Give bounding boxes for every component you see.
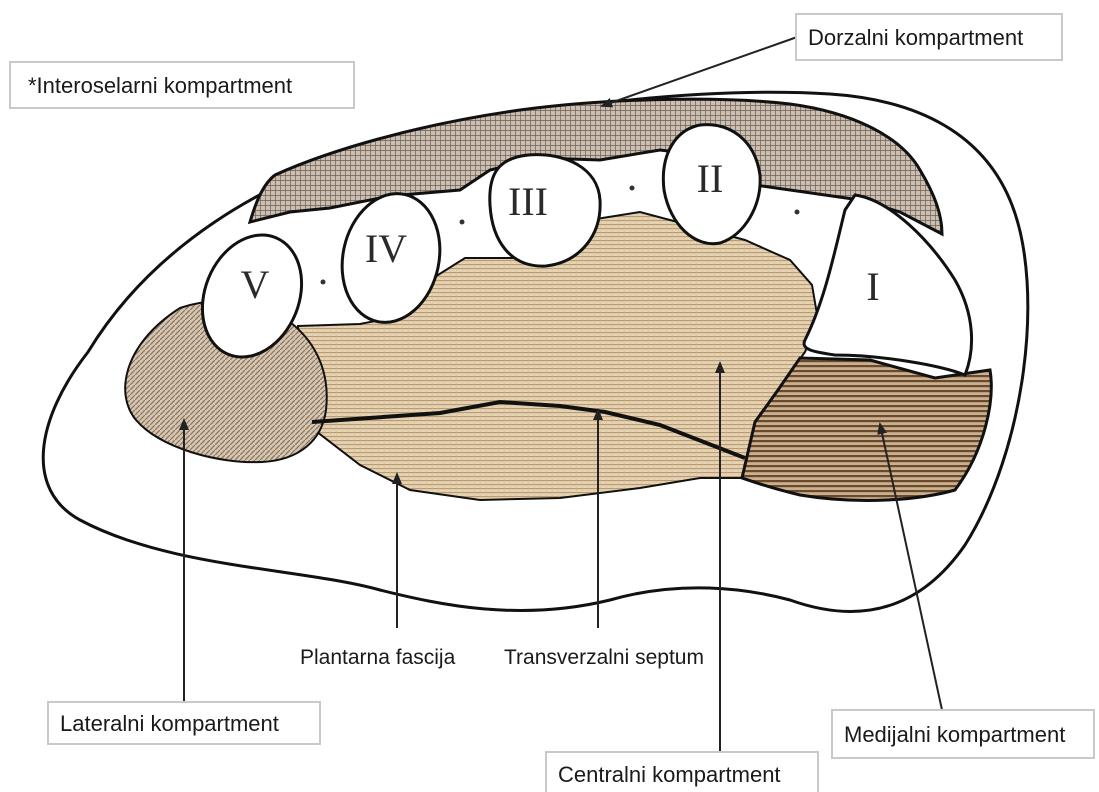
central-label: Centralni kompartment <box>558 762 781 787</box>
interosseous-dot <box>795 210 800 215</box>
transverse-septum-label: Transverzalni septum <box>504 646 704 669</box>
numeral-5: V <box>241 262 270 307</box>
numeral-3: III <box>508 179 548 224</box>
medial-label: Medijalni kompartment <box>844 722 1065 747</box>
numeral-2: II <box>697 156 724 201</box>
numeral-1: I <box>866 264 879 309</box>
interosseous-dot <box>630 186 635 191</box>
interosseous-dot <box>321 280 326 285</box>
numeral-4: IV <box>365 226 407 271</box>
plantar-fascia-label: Plantarna fascija <box>300 646 456 669</box>
metatarsal-1 <box>804 195 972 375</box>
lateral-label: Lateralni kompartment <box>60 711 279 736</box>
interosseous-label: *Interoselarni kompartment <box>28 73 292 98</box>
dorsal-label: Dorzalni kompartment <box>808 25 1023 50</box>
interosseous-dot <box>460 220 465 225</box>
